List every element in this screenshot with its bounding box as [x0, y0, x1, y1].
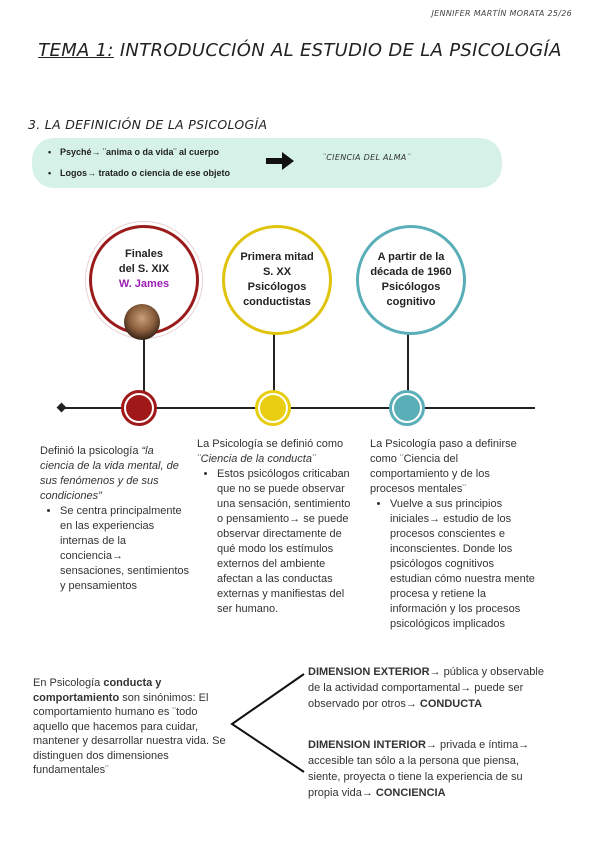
william-james-portrait [124, 304, 160, 340]
definition-item-logos: Logos→ tratado o ciencia de ese objeto [48, 168, 230, 178]
dim-ext-text: → pública y observable de la actividad c… [308, 666, 544, 710]
dimension-interior: DIMENSION INTERIOR→ privada e íntima→ ac… [308, 737, 553, 801]
era-circle-early-20th: Primera mitad S. XX Psicólogos conductis… [222, 225, 332, 335]
era3-line4: cognitivo [386, 296, 436, 308]
col2-intro-text: La Psicología se definió como [197, 438, 344, 450]
connector-line-2 [273, 333, 275, 392]
column-conductistas: La Psicología se definió como ¨Ciencia d… [197, 437, 357, 617]
title-prefix: TEMA 1: [38, 40, 114, 61]
col1-list: Se centra principalmente en las experien… [40, 504, 190, 594]
timeline-axis [62, 407, 535, 409]
page-title: TEMA 1: INTRODUCCIÓN AL ESTUDIO DE LA PS… [0, 40, 600, 61]
era2-line1: Primera mitad [240, 251, 314, 263]
conducta-comportamiento-text: En Psicología conducta y comportamiento … [33, 676, 233, 778]
col2-bullet: Estos psicólogos criticaban que no se pu… [217, 467, 357, 617]
dim-ext-end: CONDUCTA [419, 698, 483, 710]
bottom-left-a: En Psicología [33, 677, 104, 689]
definition-item-psyche: Psyché→ ¨anima o da vida¨ al cuerpo [48, 147, 219, 157]
dim-int-title: DIMENSION INTERIOR [308, 739, 426, 751]
dim-int-text: → privada e íntima→ accesible tan sólo a… [308, 739, 530, 799]
col3-bullet: Vuelve a sus principios iniciales→ estud… [390, 497, 535, 632]
bottom-left-bold: conducta y comportamiento [33, 677, 162, 704]
era3-line1: A partir de la [377, 251, 445, 263]
era2-line4: conductistas [243, 296, 311, 308]
col2-intro: La Psicología se definió como ¨Ciencia d… [197, 437, 357, 467]
col1-bullet: Se centra principalmente en las experien… [60, 504, 190, 594]
column-cognitivos: La Psicología paso a definirse como ¨Cie… [370, 437, 535, 632]
column-james: Definió la psicología “la ciencia de la … [40, 444, 190, 594]
dim-ext-title: DIMENSION EXTERIOR [308, 666, 430, 678]
era-circle-1960: A partir de la década de 1960 Psicólogos… [356, 225, 466, 335]
section-heading: 3. LA DEFINICIÓN DE LA PSICOLOGÍA [28, 117, 268, 132]
dimension-exterior: DIMENSION EXTERIOR→ pública y observable… [308, 664, 553, 712]
connector-line-3 [407, 333, 409, 392]
era3-line2: década de 1960 [370, 266, 452, 278]
col2-italic-definition: ¨Ciencia de la conducta¨ [197, 453, 316, 465]
bottom-left-c: son sinónimos: El comportamiento humano … [33, 691, 226, 777]
era1-line2: del S. XIX [118, 262, 170, 275]
timeline-dot-teal [389, 390, 425, 426]
author-name: JENNIFER MARTÍN MORATA 25/26 [431, 9, 572, 18]
connector-line-1 [143, 330, 145, 392]
era2-line3: Psicólogos [247, 281, 307, 293]
col1-italic-definition: “la ciencia de la vida mental, de sus fe… [40, 445, 179, 502]
ciencia-del-alma-label: ¨CIENCIA DEL ALMA¨ [322, 153, 411, 162]
timeline-dot-yellow [255, 390, 291, 426]
col3-list: Vuelve a sus principios iniciales→ estud… [370, 497, 535, 632]
dim-int-end: CONCIENCIA [375, 787, 446, 799]
title-rest: INTRODUCCIÓN AL ESTUDIO DE LA PSICOLOGÍA [113, 40, 562, 61]
era1-line1: Finales [125, 247, 163, 260]
era3-line3: Psicólogos [381, 281, 441, 293]
era1-author: W. James [118, 277, 170, 290]
col3-intro: La Psicología paso a definirse como ¨Cie… [370, 438, 517, 495]
branch-lines [230, 673, 305, 773]
definition-box: Psyché→ ¨anima o da vida¨ al cuerpo Logo… [32, 138, 502, 188]
col1-intro-text: Definió la psicología [40, 445, 142, 457]
era2-line2: S. XX [262, 266, 292, 278]
col2-list: Estos psicólogos criticaban que no se pu… [197, 467, 357, 617]
col1-intro: Definió la psicología “la ciencia de la … [40, 444, 190, 504]
right-arrow-icon [266, 152, 294, 170]
timeline-dot-red [121, 390, 157, 426]
